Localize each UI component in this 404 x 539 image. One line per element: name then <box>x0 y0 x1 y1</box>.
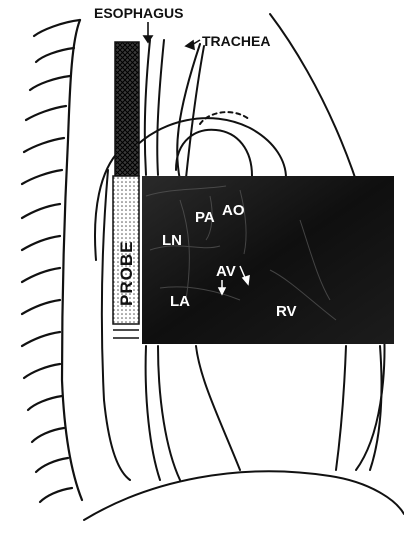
pointer-lines <box>144 22 200 49</box>
label-pa: PA <box>195 209 215 226</box>
label-la: LA <box>170 293 190 310</box>
label-probe: PROBE <box>117 241 136 306</box>
spine-outline <box>22 20 82 502</box>
label-av: AV <box>216 263 236 280</box>
label-ao: AO <box>222 202 245 219</box>
arrow-left-icon <box>186 41 194 49</box>
ultrasound-panel <box>142 176 394 344</box>
label-trachea: TRACHEA <box>202 33 270 49</box>
label-ln: LN <box>162 232 182 249</box>
esophagus-tube <box>115 42 139 176</box>
label-esophagus: ESOPHAGUS <box>94 5 183 21</box>
label-rv: RV <box>276 303 297 320</box>
